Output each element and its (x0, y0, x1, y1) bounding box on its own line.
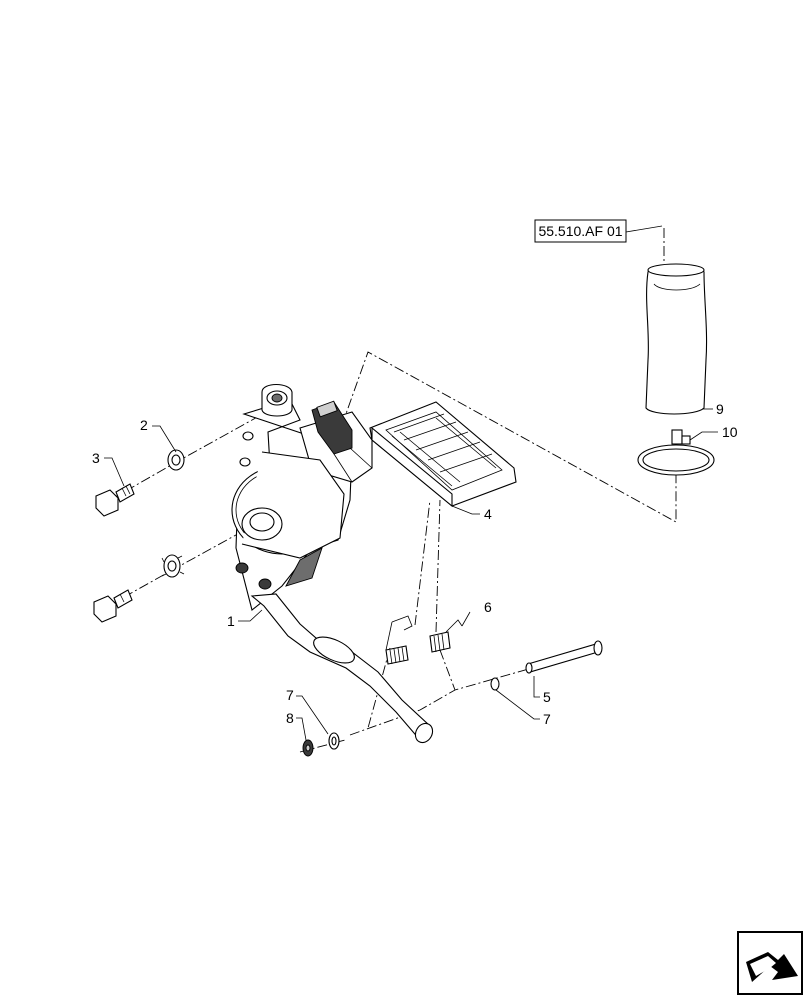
pin-part-5 (525, 640, 603, 674)
callout-2: 2 (140, 417, 148, 433)
clamp-part-10 (637, 429, 715, 476)
lower-bolt (93, 589, 133, 623)
bolt-part-3 (95, 483, 135, 517)
callout-7-right: 7 (543, 711, 551, 727)
leader-lines (104, 225, 718, 741)
pedal-assembly-part-1 (231, 383, 434, 744)
callout-10: 10 (722, 424, 738, 440)
callouts: 1 2 3 4 5 6 7 7 8 9 10 (92, 401, 738, 727)
washer-part-7-left (328, 732, 340, 750)
clip-part-8 (302, 739, 314, 757)
callout-7-left: 7 (286, 687, 294, 703)
callout-9: 9 (716, 401, 724, 417)
assembly-lines (107, 228, 677, 753)
callout-4: 4 (484, 506, 492, 522)
pedal-pad-part-4 (369, 401, 517, 508)
callout-5: 5 (543, 689, 551, 705)
callout-1: 1 (227, 613, 235, 629)
reference-label: 55.510.AF 01 (534, 219, 627, 243)
next-page-arrow-icon[interactable] (737, 931, 803, 995)
springs-part-6 (385, 615, 463, 665)
hose-part-9 (645, 263, 708, 415)
callout-8: 8 (286, 710, 294, 726)
washer-part-2 (167, 449, 185, 471)
callout-3: 3 (92, 450, 100, 466)
washer-part-7-right (490, 677, 500, 691)
reference-label-text: 55.510.AF 01 (538, 223, 622, 239)
callout-6: 6 (484, 599, 492, 615)
lock-washer (161, 554, 185, 578)
